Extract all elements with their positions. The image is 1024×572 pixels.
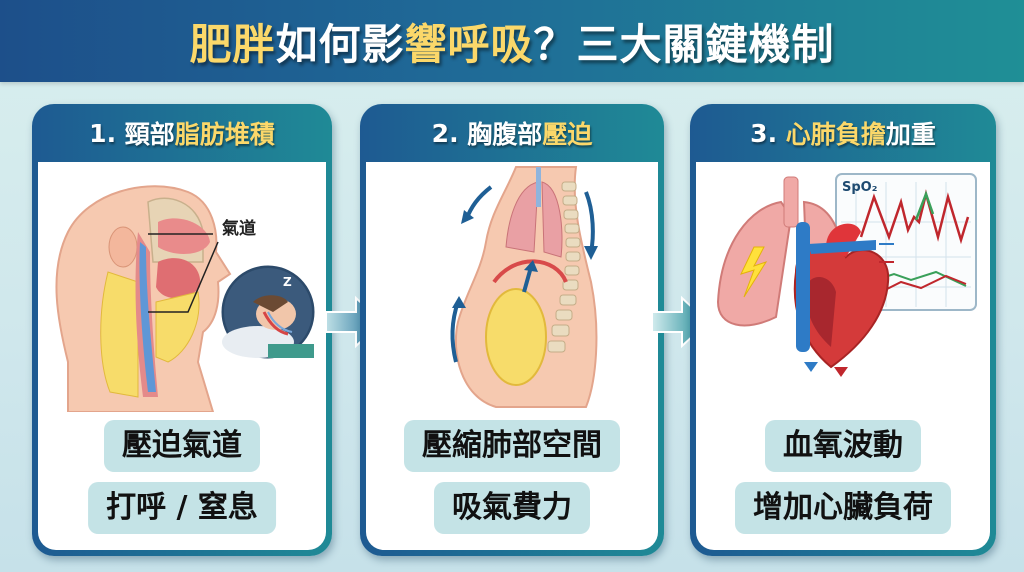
- panel-number: 2.: [431, 118, 459, 148]
- title-bar: 肥胖如何影響呼吸？三大關鍵機制: [0, 0, 1024, 82]
- heart-lungs-illustration: [716, 173, 977, 377]
- heading-plain: 頸部: [124, 120, 175, 149]
- panel-chest-abdomen: 2. 胸腹部壓迫: [360, 104, 664, 556]
- point-compress-airway: 壓迫氣道: [104, 420, 260, 472]
- panel-body: Z 氣道 壓迫氣道 打呼 / 窒息: [38, 162, 326, 550]
- point-compress-lung-space: 壓縮肺部空間: [404, 420, 620, 472]
- title-text: 如何影: [275, 19, 405, 69]
- point-increase-heart-load: 增加心臟負荷: [735, 482, 951, 534]
- point-labored-inhalation: 吸氣費力: [434, 482, 590, 534]
- panel-body: 壓縮肺部空間 吸氣費力: [366, 162, 658, 550]
- heading-tail: 加重: [885, 120, 936, 149]
- panel-body: SpO₂ 血氧波動 增加心臟負荷: [696, 162, 990, 550]
- panel-neck-fat: 1. 頸部脂肪堆積: [32, 104, 332, 556]
- spo2-label: SpO₂: [842, 180, 878, 195]
- title-text-mechanisms: ？三大關鍵機制: [533, 19, 835, 69]
- point-blood-oxygen-fluctuation: 血氧波動: [765, 420, 921, 472]
- heading-highlight: 脂肪堆積: [174, 120, 275, 149]
- sleep-z-icon: Z: [283, 275, 292, 289]
- point-snoring-apnea: 打呼 / 窒息: [88, 482, 276, 534]
- heading-plain: 胸腹部: [467, 120, 543, 149]
- torso-illustration: [450, 166, 598, 408]
- heading-highlight: 壓迫: [542, 120, 593, 149]
- page-title: 肥胖如何影響呼吸？三大關鍵機制: [189, 11, 834, 72]
- neck-airway-illustration: Z: [55, 185, 318, 412]
- airway-label: 氣道: [222, 219, 256, 239]
- panel-number: 3.: [750, 118, 778, 148]
- heading-highlight: 心肺負擔: [785, 120, 886, 149]
- panel-number: 1.: [89, 118, 117, 148]
- title-highlight-obesity: 肥胖: [189, 19, 276, 69]
- panel-cardiopulmonary: 3. 心肺負擔加重: [690, 104, 996, 556]
- panel-heading: 3. 心肺負擔加重: [696, 104, 990, 162]
- panel-heading: 1. 頸部脂肪堆積: [38, 104, 326, 162]
- panel-heading: 2. 胸腹部壓迫: [366, 104, 658, 162]
- title-highlight-breathing: 響呼吸: [404, 19, 534, 69]
